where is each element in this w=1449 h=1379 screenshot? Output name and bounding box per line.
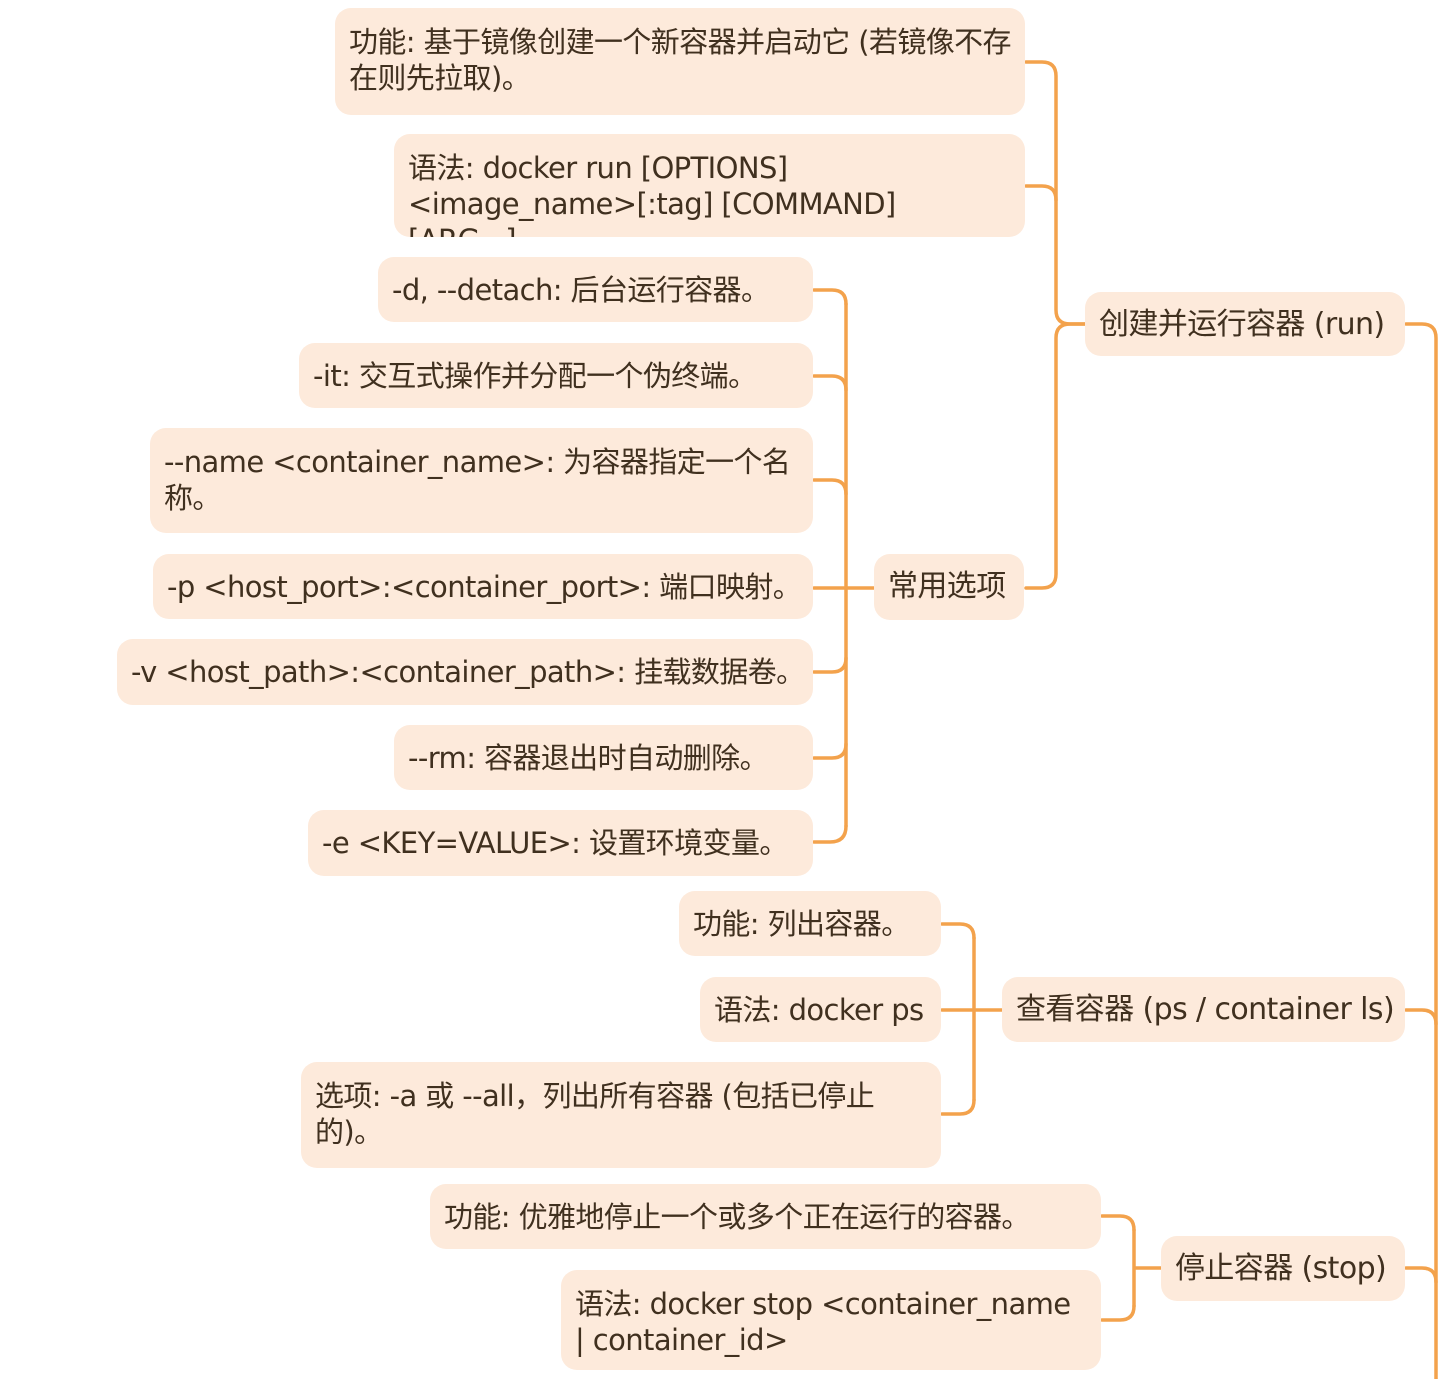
stop-syntax-node[interactable]: 语法: docker stop <container_name | contai…	[561, 1270, 1101, 1370]
connector-option-rm	[812, 742, 848, 760]
connector-stop-function	[1100, 1214, 1136, 1232]
connector-stop-syntax	[1100, 1304, 1136, 1322]
option-volume-node[interactable]: -v <host_path>:<container_path>: 挂载数据卷。	[117, 639, 813, 705]
connector-ps-trunk	[972, 936, 1004, 1102]
connector-option-volume	[812, 656, 848, 674]
connector-stop-trunk	[1132, 1228, 1164, 1308]
stop-branch-node[interactable]: 停止容器 (stop)	[1161, 1236, 1405, 1301]
run-syntax-node[interactable]: 语法: docker run [OPTIONS] <image_name>[:t…	[394, 134, 1025, 237]
connector-run-to-syntax	[1024, 184, 1058, 202]
connector-run-to-function	[1024, 60, 1088, 326]
option-port-node[interactable]: -p <host_port>:<container_port>: 端口映射。	[153, 554, 813, 619]
connector-option-detach	[812, 288, 848, 306]
option-it-node[interactable]: -it: 交互式操作并分配一个伪终端。	[299, 343, 813, 408]
option-rm-node[interactable]: --rm: 容器退出时自动删除。	[394, 725, 813, 790]
options-node[interactable]: 常用选项	[874, 554, 1024, 620]
connector-option-it	[812, 374, 848, 392]
option-env-node[interactable]: -e <KEY=VALUE>: 设置环境变量。	[308, 810, 813, 876]
connector-options-trunk	[844, 302, 876, 828]
run-branch-node[interactable]: 创建并运行容器 (run)	[1085, 292, 1405, 356]
option-detach-node[interactable]: -d, --detach: 后台运行容器。	[378, 257, 813, 322]
ps-branch-node[interactable]: 查看容器 (ps / container ls)	[1002, 977, 1405, 1042]
ps-options-node[interactable]: 选项: -a 或 --all，列出所有容器 (包括已停止的)。	[301, 1062, 941, 1168]
ps-syntax-node[interactable]: 语法: docker ps	[700, 977, 941, 1042]
connector-option-name	[812, 478, 848, 496]
connector-root-to-run	[1404, 322, 1438, 1379]
connector-run-to-options	[1024, 322, 1088, 590]
connector-option-env	[812, 824, 848, 844]
stop-function-node[interactable]: 功能: 优雅地停止一个或多个正在运行的容器。	[430, 1184, 1101, 1249]
connector-ps-options	[940, 1098, 976, 1116]
connector-ps-function	[940, 922, 976, 940]
ps-function-node[interactable]: 功能: 列出容器。	[679, 891, 941, 956]
connector-root-to-ps	[1404, 1008, 1438, 1026]
option-name-node[interactable]: --name <container_name>: 为容器指定一个名称。	[150, 428, 813, 533]
connector-root-to-stop	[1404, 1266, 1438, 1284]
run-function-node[interactable]: 功能: 基于镜像创建一个新容器并启动它 (若镜像不存在则先拉取)。	[335, 8, 1025, 115]
